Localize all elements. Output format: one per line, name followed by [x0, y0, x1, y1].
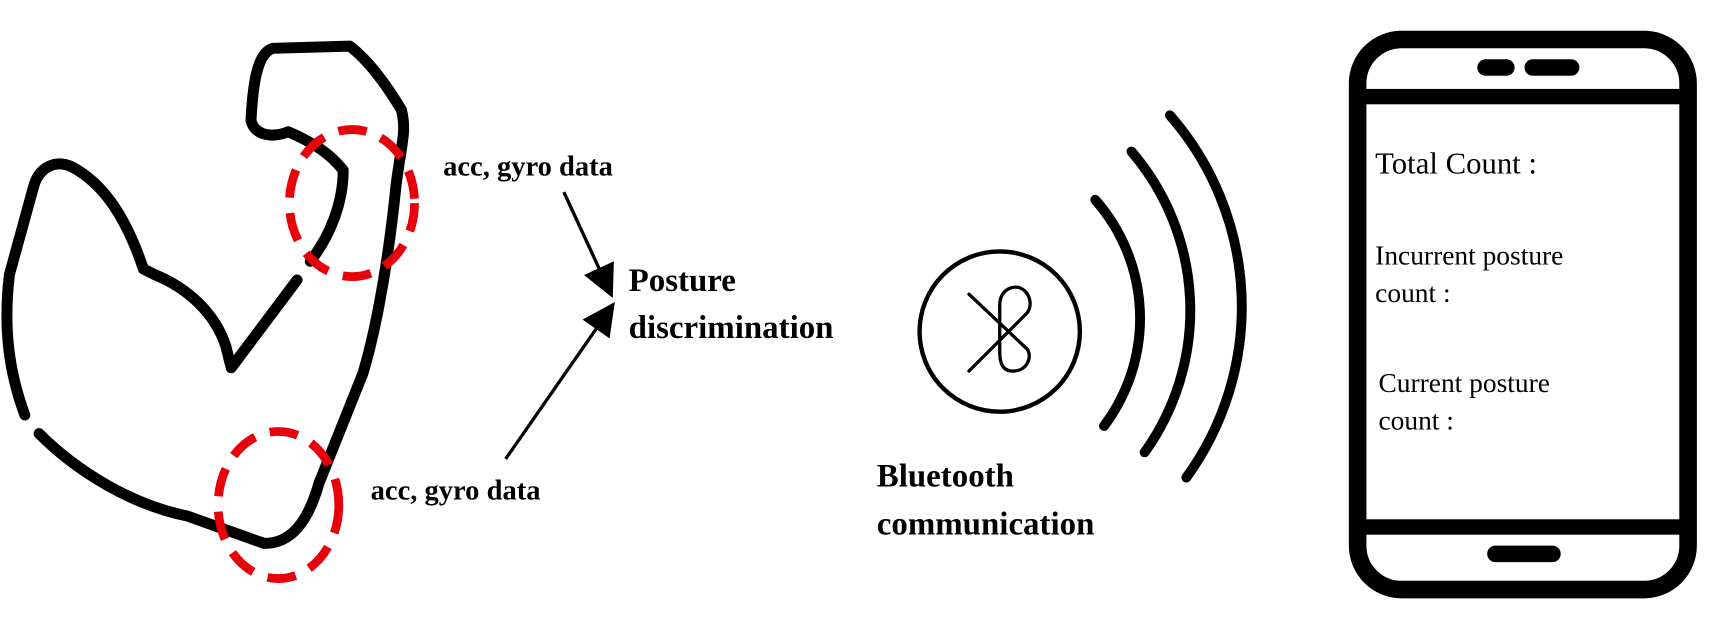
wireless-signal-icon	[1090, 110, 1247, 483]
communication-label-line2: communication	[877, 507, 1095, 543]
bluetooth-icon	[917, 249, 1083, 414]
total-count-label: Total Count :	[1375, 146, 1537, 180]
upper-sensor-label: acc, gyro data	[443, 152, 613, 183]
current-count-label-line2: count :	[1378, 405, 1453, 435]
lower-arrow	[504, 301, 615, 460]
lower-sensor-label: acc, gyro data	[371, 476, 541, 507]
communication-label-line1: Bluetooth	[877, 458, 1014, 494]
incurrent-count-label-line1: Incurrent posture	[1375, 241, 1563, 271]
upper-sensor-marker	[285, 125, 419, 282]
process-label-line1: Posture	[629, 263, 736, 299]
lower-sensor-marker	[213, 427, 344, 583]
upper-arrow	[562, 191, 614, 299]
smartphone-icon	[1348, 30, 1697, 599]
process-label-line2: discrimination	[629, 310, 834, 346]
incurrent-count-label-line2: count :	[1375, 278, 1450, 308]
phone-speaker	[1477, 59, 1515, 76]
phone-speaker	[1524, 59, 1580, 76]
phone-home-button	[1487, 545, 1561, 563]
flexed-arm-icon	[1, 40, 410, 549]
current-count-label-line1: Current posture	[1378, 368, 1549, 398]
